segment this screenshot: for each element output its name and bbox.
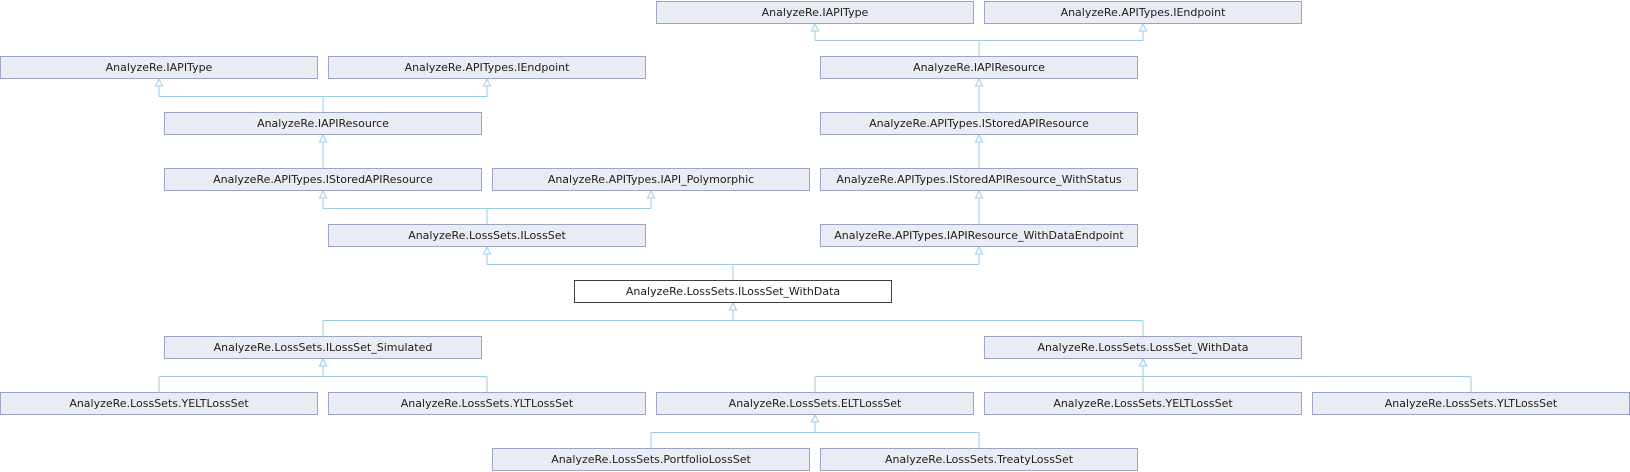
class-node-iresource-dataendpoint[interactable]: AnalyzeRe.APITypes.IAPIResource_WithData… xyxy=(820,224,1138,247)
arrowhead-ilossset-withdata-ilossset xyxy=(482,245,492,255)
class-node-iapitype-r[interactable]: AnalyzeRe.IAPIType xyxy=(656,1,974,24)
arrowhead-iresource-dataendpoint-istored-status xyxy=(974,189,984,199)
arrowhead-ylt-r-lossset-withdata xyxy=(1138,357,1148,367)
class-node-portfolio[interactable]: AnalyzeRe.LossSets.PortfolioLossSet xyxy=(492,448,810,471)
class-node-istored-status[interactable]: AnalyzeRe.APITypes.IStoredAPIResource_Wi… xyxy=(820,168,1138,191)
class-node-ipolymorphic[interactable]: AnalyzeRe.APITypes.IAPI_Polymorphic xyxy=(492,168,810,191)
class-node-yelt-r[interactable]: AnalyzeRe.LossSets.YELTLossSet xyxy=(984,392,1302,415)
class-node-ilossset-withdata[interactable]: AnalyzeRe.LossSets.ILossSet_WithData xyxy=(574,280,892,303)
class-node-ylt-l[interactable]: AnalyzeRe.LossSets.YLTLossSet xyxy=(328,392,646,415)
class-node-iapiresource-r[interactable]: AnalyzeRe.IAPIResource xyxy=(820,56,1138,79)
class-node-istored-l[interactable]: AnalyzeRe.APITypes.IStoredAPIResource xyxy=(164,168,482,191)
class-node-ilossset[interactable]: AnalyzeRe.LossSets.ILossSet xyxy=(328,224,646,247)
arrowhead-ilossset-withdata-iresource-dataendpoint xyxy=(974,245,984,255)
arrowhead-istored-l-iapiresource-l xyxy=(318,133,328,143)
arrowhead-ylt-l-ilossset-simulated xyxy=(318,357,328,367)
arrowhead-ilossset-ipolymorphic xyxy=(646,189,656,199)
class-node-lossset-withdata[interactable]: AnalyzeRe.LossSets.LossSet_WithData xyxy=(984,336,1302,359)
class-node-istored-r[interactable]: AnalyzeRe.APITypes.IStoredAPIResource xyxy=(820,112,1138,135)
arrowhead-iapiresource-r-iendpoint-r xyxy=(1138,22,1148,32)
arrowhead-iapiresource-l-iendpoint-l xyxy=(482,77,492,87)
class-node-iendpoint-l[interactable]: AnalyzeRe.APITypes.IEndpoint xyxy=(328,56,646,79)
class-node-iapitype-l[interactable]: AnalyzeRe.IAPIType xyxy=(0,56,318,79)
arrowhead-ilossset-istored-l xyxy=(318,189,328,199)
class-node-yelt-l[interactable]: AnalyzeRe.LossSets.YELTLossSet xyxy=(0,392,318,415)
arrowhead-treaty-elt xyxy=(810,413,820,423)
class-node-treaty[interactable]: AnalyzeRe.LossSets.TreatyLossSet xyxy=(820,448,1138,471)
arrowhead-istored-status-istored-r xyxy=(974,133,984,143)
class-node-elt[interactable]: AnalyzeRe.LossSets.ELTLossSet xyxy=(656,392,974,415)
class-node-ilossset-simulated[interactable]: AnalyzeRe.LossSets.ILossSet_Simulated xyxy=(164,336,482,359)
class-node-iendpoint-r[interactable]: AnalyzeRe.APITypes.IEndpoint xyxy=(984,1,1302,24)
arrowhead-istored-r-iapiresource-r xyxy=(974,77,984,87)
class-node-ylt-r[interactable]: AnalyzeRe.LossSets.YLTLossSet xyxy=(1312,392,1630,415)
class-node-iapiresource-l[interactable]: AnalyzeRe.IAPIResource xyxy=(164,112,482,135)
arrowhead-lossset-withdata-ilossset-withdata xyxy=(728,301,738,311)
arrowhead-iapiresource-l-iapitype-l xyxy=(154,77,164,87)
arrowhead-iapiresource-r-iapitype-r xyxy=(810,22,820,32)
